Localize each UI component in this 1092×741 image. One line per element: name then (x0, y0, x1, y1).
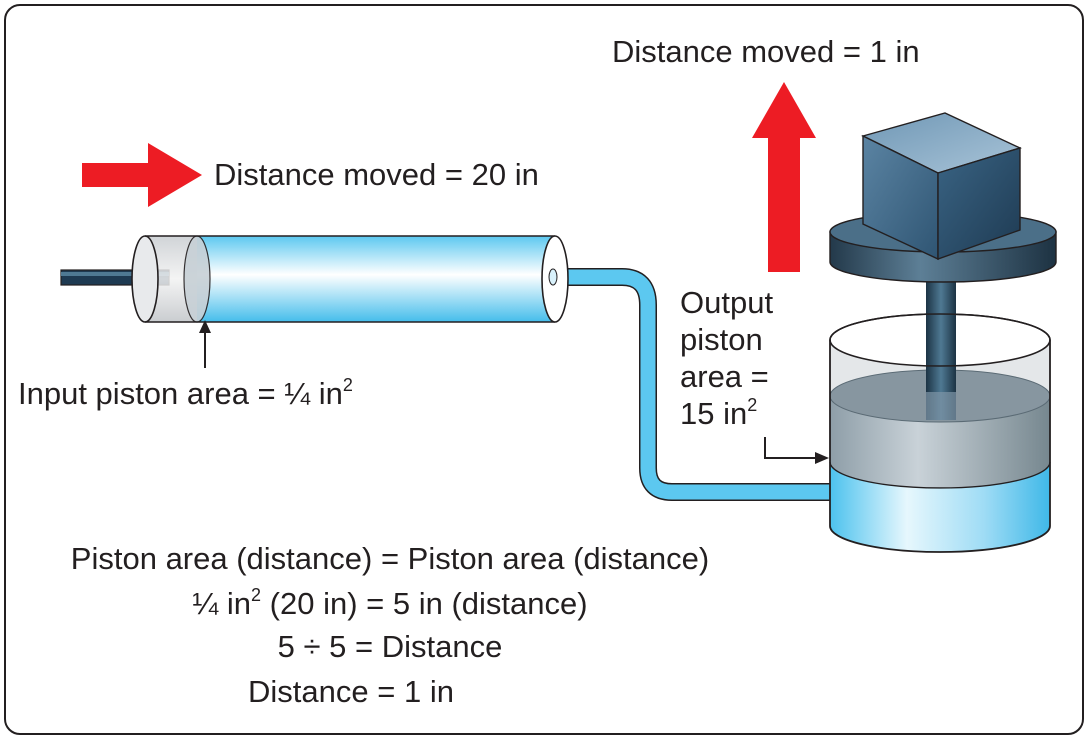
diagram-frame (4, 4, 1084, 735)
input-distance-label: Distance moved = 20 in (214, 157, 539, 192)
input-cylinder (60, 235, 569, 323)
input-direction-arrow (82, 143, 202, 207)
equation-line-3: 5 ÷ 5 = Distance (277, 629, 503, 664)
output-piston-area-label: Output piston area = 15 in2 (680, 285, 774, 431)
output-cylinder (829, 276, 1051, 553)
input-piston-area-label: Input piston area = ¼ in2 (18, 375, 353, 411)
output-area-pointer (764, 437, 818, 459)
output-direction-arrow (752, 82, 816, 272)
equation-line-1: Piston area (distance) = Piston area (di… (70, 541, 710, 576)
output-distance-label: Distance moved = 1 in (612, 34, 920, 69)
equation-line-4: Distance = 1 in (248, 674, 454, 709)
load-weight-cube (861, 112, 1022, 261)
equation-line-2: ¼ in2 (20 in) = 5 in (distance) (192, 585, 588, 621)
